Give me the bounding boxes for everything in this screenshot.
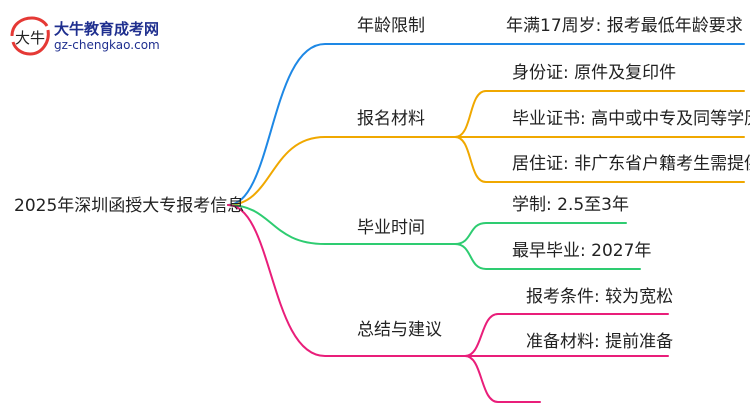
leaf-preparation: 准备材料: 提前准备 [526,332,674,352]
logo-emblem-icon: 大牛 [10,16,50,56]
branch-age-limit: 年龄限制 [357,16,425,36]
logo-url: gz-chengkao.com [54,38,160,52]
leaf-duration: 学制: 2.5至3年 [512,195,629,215]
branch-connector [227,43,461,206]
leaf-residence-permit: 居住证: 非广东省户籍考生需提供 [512,154,750,174]
leaf-connector [454,222,627,245]
leaf-earliest-graduation: 最早毕业: 2027年 [512,241,652,261]
logo-emblem-text: 大牛 [15,29,45,47]
leaf-min-age: 年满17周岁: 报考最低年龄要求 [506,16,743,36]
leaf-requirements: 报考条件: 较为宽松 [526,287,674,307]
leaf-connector [454,136,745,183]
branch-connector [227,204,456,245]
leaf-connector [454,90,745,138]
site-logo: 大牛 大牛教育成考网 gz-chengkao.com [8,14,178,58]
branch-graduation-time: 毕业时间 [357,218,425,238]
leaf-connector [464,313,669,357]
branch-connector [227,204,466,357]
branch-summary: 总结与建议 [357,320,442,340]
leaf-diploma: 毕业证书: 高中或中专及同等学历 [512,109,750,129]
leaf-connector [464,355,541,403]
branch-materials: 报名材料 [357,109,425,129]
branch-connector [227,136,456,206]
logo-title: 大牛教育成考网 [54,20,160,38]
leaf-id-card: 身份证: 原件及复印件 [512,63,677,83]
root-topic: 2025年深圳函授大专报考信息 [14,196,245,216]
leaf-connector [454,243,641,270]
